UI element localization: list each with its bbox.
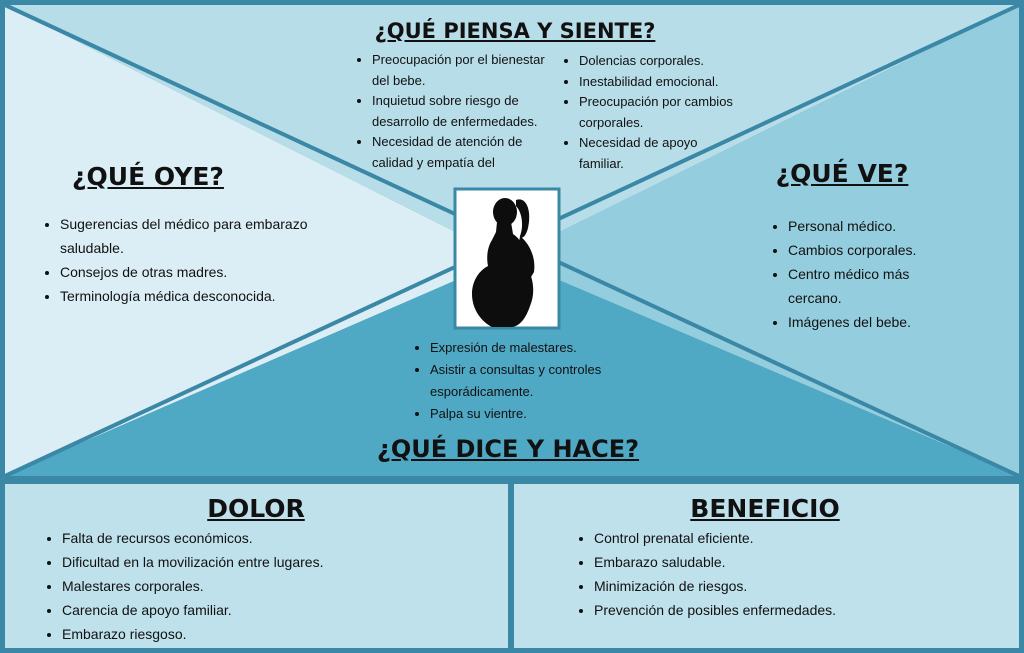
think-feel-list-left: Preocupación por el bienestar del bebe. … — [350, 50, 562, 175]
think-feel-item: Preocupación por el bienestar del bebe. — [372, 50, 562, 91]
hear-item: Sugerencias del médico para embarazo sal… — [60, 212, 308, 260]
pregnant-woman-silhouette-icon — [472, 198, 535, 327]
benefit-item: Minimización de riesgos. — [594, 574, 972, 598]
left-region — [5, 5, 507, 476]
pain-item: Carencia de apoyo familiar. — [62, 598, 440, 622]
hear-item: Terminología médica desconocida. — [60, 284, 308, 308]
pain-item: Dificultad en la movilización entre luga… — [62, 550, 440, 574]
say-do-item: Expresión de malestares. — [430, 337, 648, 359]
think-feel-item: Dolencias corporales. — [579, 51, 737, 72]
benefit-panel — [514, 484, 1019, 648]
pain-list: Falta de recursos económicos. Dificultad… — [40, 526, 440, 648]
think-feel-list-right: Dolencias corporales. Inestabilidad emoc… — [557, 51, 737, 176]
benefit-list: Control prenatal eficiente. Embarazo sal… — [572, 526, 972, 618]
benefit-title: BENEFICIO — [690, 494, 840, 523]
think-feel-item: Inestabilidad emocional. — [579, 72, 737, 93]
pain-item: Falta de recursos económicos. — [62, 526, 440, 550]
benefit-item: Control prenatal eficiente. — [594, 526, 972, 550]
hear-item: Consejos de otras madres. — [60, 260, 308, 284]
benefit-item: Embarazo saludable. — [594, 550, 972, 574]
think-feel-title: ¿QUÉ PIENSA Y SIENTE? — [374, 19, 656, 43]
see-list: Personal médico. Cambios corporales. Cen… — [766, 214, 966, 334]
see-item: Personal médico. — [788, 214, 966, 238]
see-item: Imágenes del bebe. — [788, 310, 966, 334]
top-region — [5, 5, 1019, 258]
hear-list: Sugerencias del médico para embarazo sal… — [38, 212, 308, 312]
think-feel-item: Preocupación por cambios corporales. — [579, 92, 737, 133]
think-feel-item: Necesidad de atención de calidad y empat… — [372, 132, 562, 173]
say-do-title: ¿QUÉ DICE Y HACE? — [376, 435, 640, 463]
pain-item: Malestares corporales. — [62, 574, 440, 598]
think-feel-item: Inquietud sobre riesgo de desarrollo de … — [372, 91, 562, 132]
pain-title: DOLOR — [207, 494, 305, 523]
say-do-list: Expresión de malestares. Asistir a consu… — [408, 337, 648, 427]
see-title: ¿QUÉ VE? — [775, 159, 909, 188]
think-feel-item: Necesidad de apoyo familiar. — [579, 133, 737, 174]
bottom-region — [5, 258, 1019, 476]
center-image — [453, 187, 561, 330]
right-region — [507, 5, 1019, 476]
pain-panel — [5, 484, 508, 648]
pain-item: Embarazo riesgoso. — [62, 622, 440, 646]
say-do-item: Palpa su vientre. — [430, 403, 648, 425]
hear-title: ¿QUÉ OYE? — [72, 162, 224, 191]
say-do-item: Asistir a consultas y controles esporádi… — [430, 359, 648, 403]
benefit-item: Prevención de posibles enfermedades. — [594, 598, 972, 618]
see-item: Centro médico más cercano. — [788, 262, 966, 310]
see-item: Cambios corporales. — [788, 238, 966, 262]
